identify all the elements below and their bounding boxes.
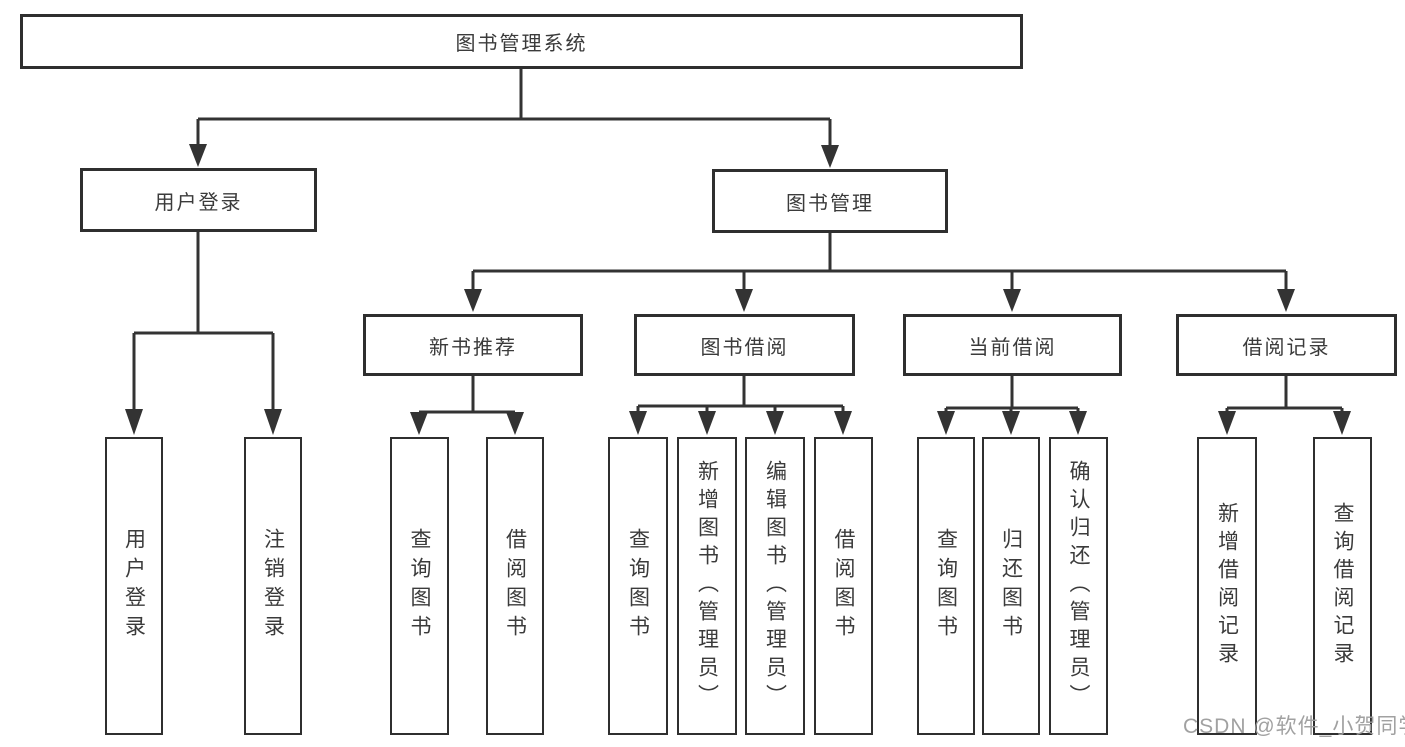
leaf-logout: 注销登录 bbox=[244, 437, 302, 735]
node-library-management-system: 图书管理系统 bbox=[20, 14, 1023, 69]
leaf-borrow-books: 借阅图书 bbox=[814, 437, 873, 735]
leaf-query-borrow-record: 查询借阅记录 bbox=[1313, 437, 1372, 735]
node-current-borrow: 当前借阅 bbox=[903, 314, 1122, 376]
leaf-confirm-return-admin: 确认归还（管理员） bbox=[1049, 437, 1108, 735]
leaf-user-login: 用户登录 bbox=[105, 437, 163, 735]
csdn-watermark: CSDN @软件_小贺同学 bbox=[1183, 715, 1405, 738]
node-book-management: 图书管理 bbox=[712, 169, 948, 233]
node-borrow-records: 借阅记录 bbox=[1176, 314, 1397, 376]
node-user-login: 用户登录 bbox=[80, 168, 317, 232]
leaf-borrow-books-recommend: 借阅图书 bbox=[486, 437, 544, 735]
node-book-borrow: 图书借阅 bbox=[634, 314, 855, 376]
leaf-add-borrow-record: 新增借阅记录 bbox=[1197, 437, 1257, 735]
leaf-edit-books-admin: 编辑图书（管理员） bbox=[745, 437, 805, 735]
leaf-query-books-borrow: 查询图书 bbox=[608, 437, 668, 735]
leaf-return-books: 归还图书 bbox=[982, 437, 1040, 735]
leaf-query-books-current: 查询图书 bbox=[917, 437, 975, 735]
node-new-book-recommend: 新书推荐 bbox=[363, 314, 583, 376]
leaf-add-books-admin: 新增图书（管理员） bbox=[677, 437, 737, 735]
leaf-query-books-recommend: 查询图书 bbox=[390, 437, 449, 735]
